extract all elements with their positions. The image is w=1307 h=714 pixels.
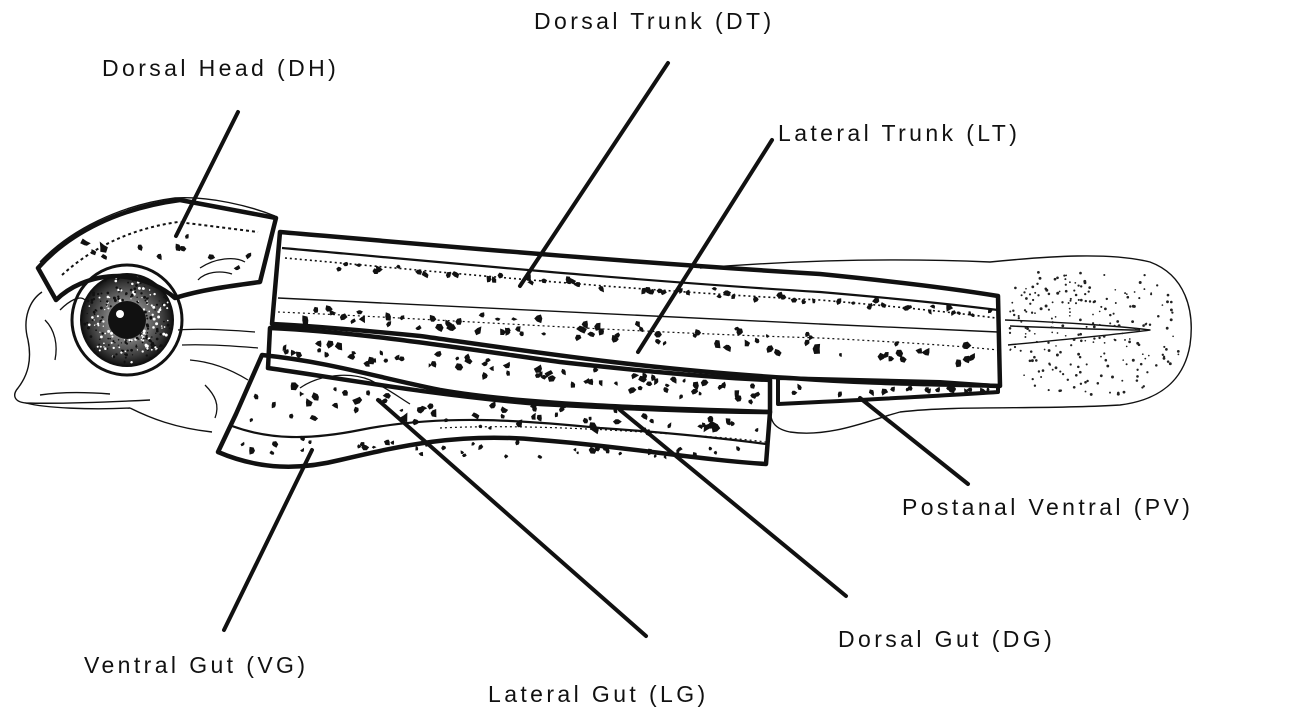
leader-ventral-gut: [224, 450, 312, 630]
leader-lateral-gut: [378, 400, 646, 636]
trunk-dotted-line: [285, 258, 996, 318]
leader-dorsal-trunk: [520, 63, 668, 286]
label-lateral-gut: Lateral Gut (LG): [488, 681, 709, 707]
trunk-separator-dt: [282, 248, 998, 310]
label-dorsal-gut: Dorsal Gut (DG): [838, 626, 1055, 652]
leader-lines: [176, 63, 968, 636]
tail-stipple: [1009, 271, 1180, 396]
leader-dorsal-gut: [620, 410, 846, 596]
label-dorsal-head: Dorsal Head (DH): [102, 55, 339, 81]
gut-inner-line: [232, 420, 766, 444]
leader-dorsal-head: [176, 112, 238, 236]
label-lateral-trunk: Lateral Trunk (LT): [778, 120, 1020, 146]
region-dorsal-head-inner: [62, 222, 258, 275]
region-dorsal-head: [38, 200, 276, 300]
label-dorsal-trunk: Dorsal Trunk (DT): [534, 8, 775, 34]
label-postanal-ventral: Postanal Ventral (PV): [902, 494, 1193, 520]
region-trunk-box: [272, 232, 1000, 386]
label-ventral-gut: Ventral Gut (VG): [84, 652, 308, 678]
